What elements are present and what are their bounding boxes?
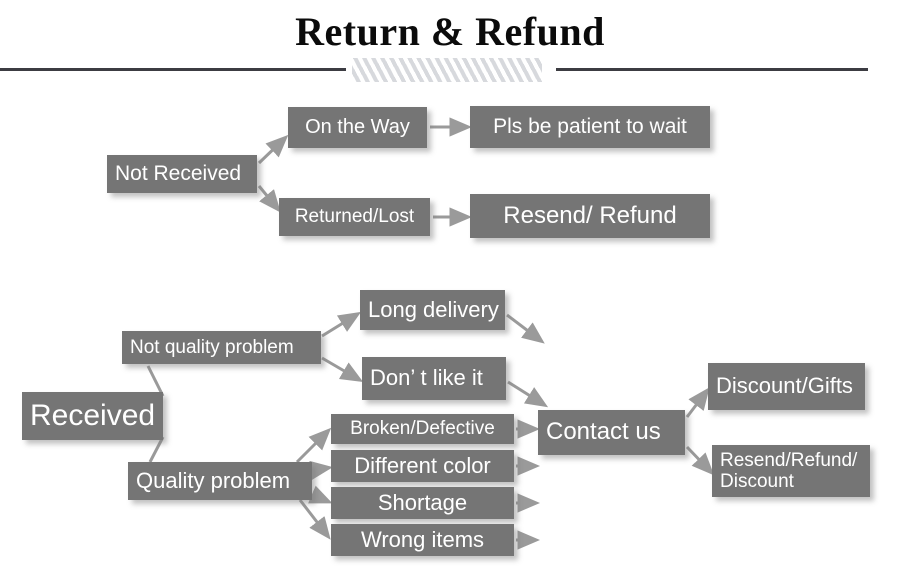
divider-hatch-ornament	[352, 58, 542, 82]
node-different-color[interactable]: Different color	[331, 450, 514, 482]
node-resend-refund[interactable]: Resend/ Refund	[470, 194, 710, 238]
arrow-contact-to-resendrefunddiscount	[685, 445, 715, 476]
line-received-to-quality	[148, 436, 165, 463]
arrow-notquality-to-dontlike	[321, 356, 364, 383]
node-dont-like-it[interactable]: Don’ t like it	[362, 357, 506, 400]
node-quality-problem[interactable]: Quality problem	[128, 462, 312, 500]
arrow-contact-to-discountgifts	[685, 387, 710, 418]
arrow-notreceived-to-ontheway	[257, 134, 289, 165]
node-broken-defective[interactable]: Broken/Defective	[331, 414, 514, 444]
divider-rule-right	[556, 68, 868, 71]
node-pls-be-patient-to-wait[interactable]: Pls be patient to wait	[470, 106, 710, 148]
node-resend-refund-discount[interactable]: Resend/Refund/ Discount	[712, 445, 870, 497]
page-title: Return & Refund	[295, 9, 605, 54]
node-wrong-items[interactable]: Wrong items	[331, 524, 514, 556]
divider-rule-left	[0, 68, 346, 71]
node-returned-lost[interactable]: Returned/Lost	[279, 198, 430, 236]
arrow-quality-to-shortage	[308, 485, 333, 504]
node-contact-us[interactable]: Contact us	[538, 410, 685, 455]
arrow-longdelivery-to-contact	[506, 313, 545, 344]
arrow-quality-to-broken	[295, 427, 332, 464]
node-long-delivery[interactable]: Long delivery	[360, 290, 505, 330]
node-not-quality-problem[interactable]: Not quality problem	[122, 331, 321, 364]
node-discount-gifts[interactable]: Discount/Gifts	[708, 363, 865, 410]
arrow-notreceived-to-returnedlost	[257, 185, 281, 213]
node-on-the-way[interactable]: On the Way	[288, 107, 427, 148]
arrow-quality-to-wrongitems	[298, 499, 331, 540]
arrow-quality-to-differentcolor	[309, 460, 333, 480]
node-not-received[interactable]: Not Received	[107, 155, 257, 193]
arrow-dontlike-to-contact	[507, 380, 549, 408]
node-received[interactable]: Received	[22, 392, 163, 440]
node-shortage[interactable]: Shortage	[331, 487, 514, 519]
arrow-notquality-to-longdelivery	[321, 311, 362, 338]
